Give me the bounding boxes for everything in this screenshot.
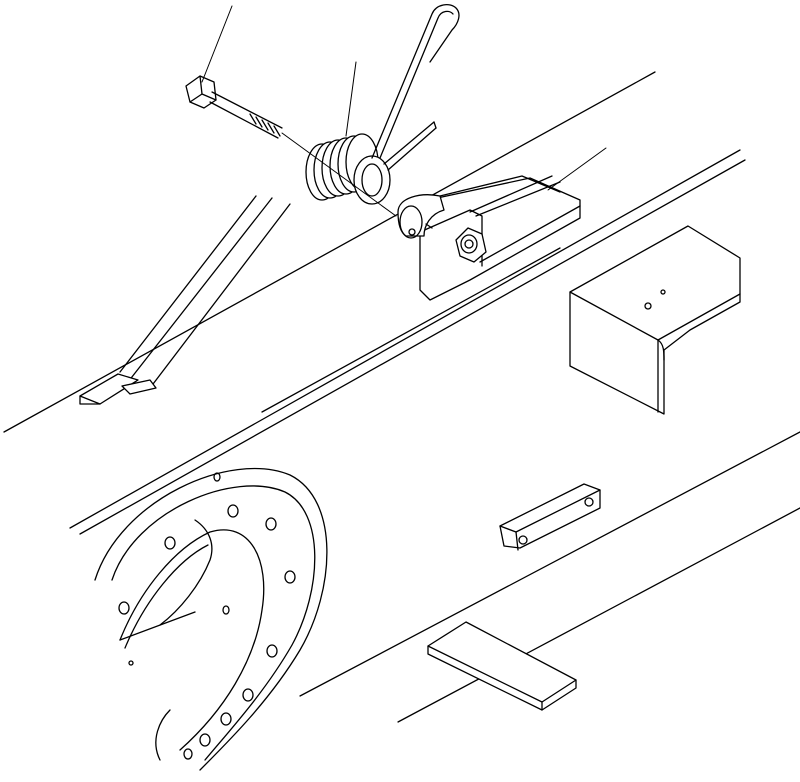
bolt — [185, 75, 397, 217]
skid-bar — [79, 195, 291, 405]
angle-bracket — [569, 225, 741, 415]
plate-block — [499, 483, 601, 551]
torsion-spring — [305, 3, 460, 205]
slewing-ring-bearing — [94, 467, 328, 771]
bracket-with-nut — [397, 175, 581, 301]
frame-member — [3, 71, 800, 723]
pad — [427, 621, 577, 711]
leader-lines — [201, 5, 607, 191]
